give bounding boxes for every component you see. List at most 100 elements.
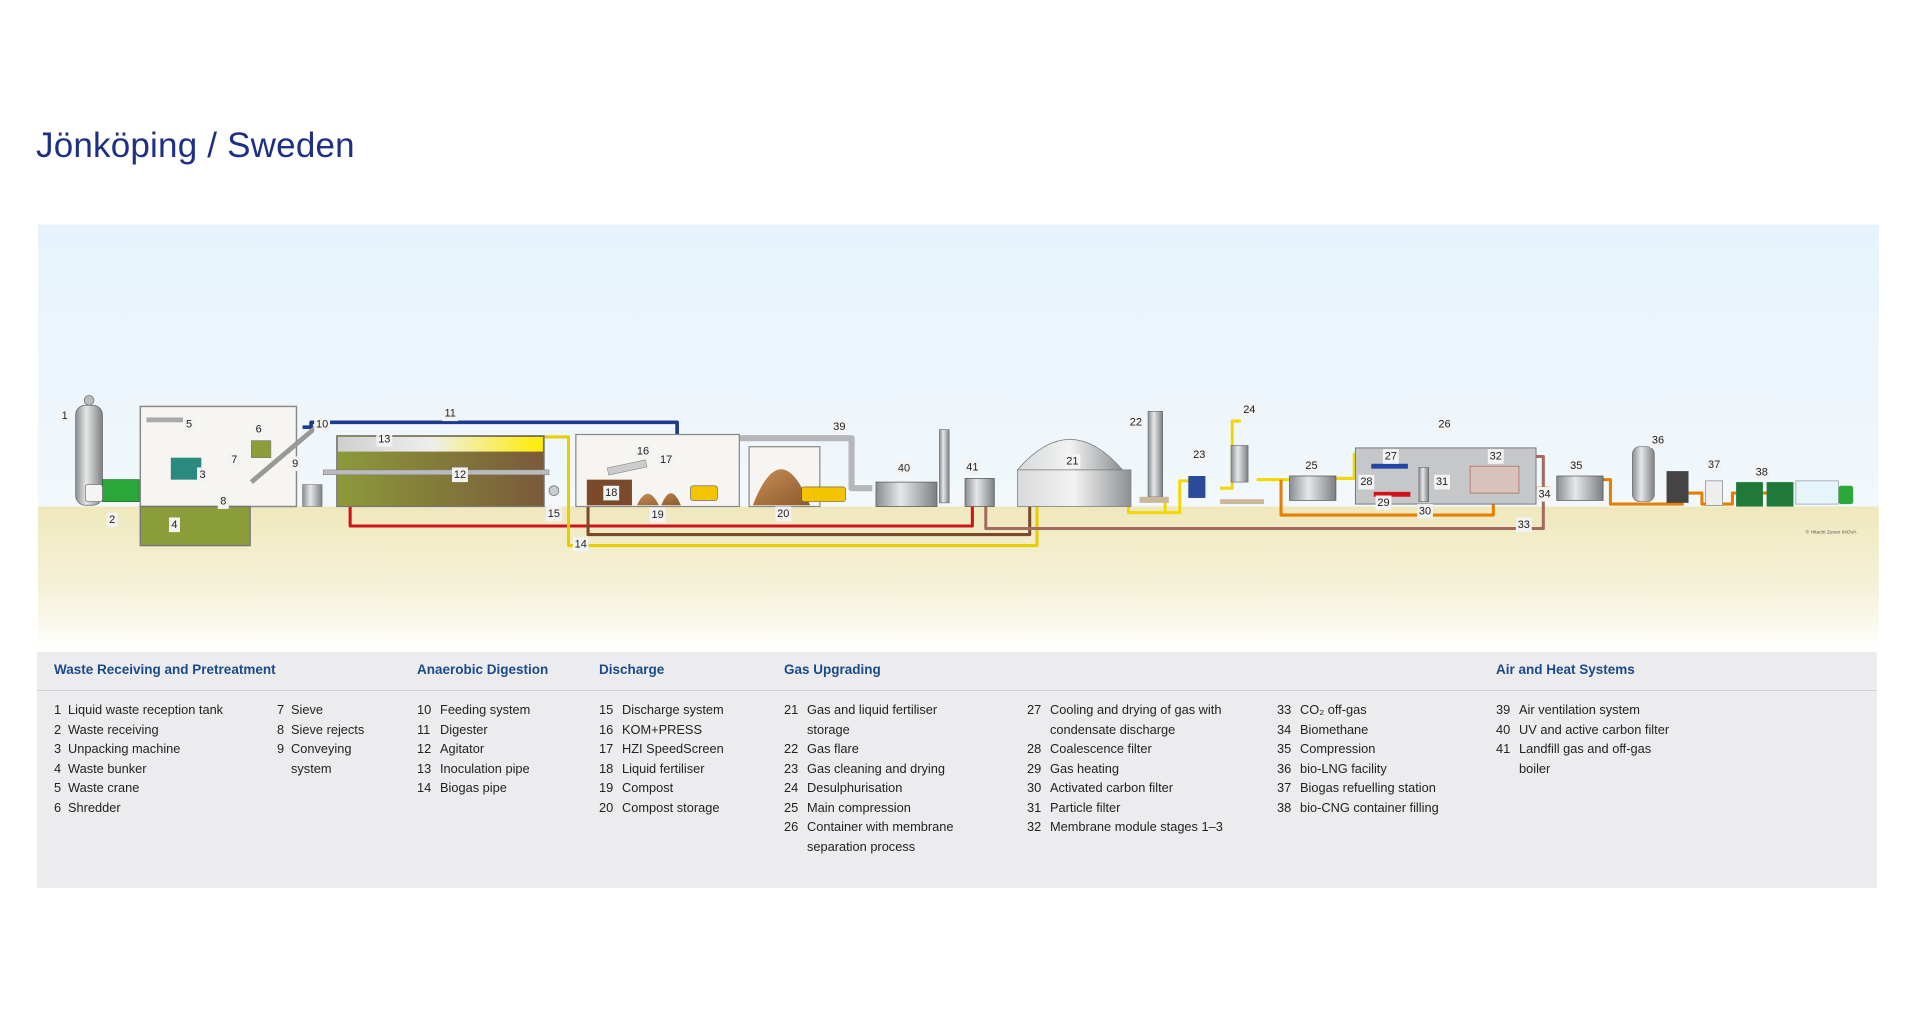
refuelling-pump: [1705, 480, 1723, 506]
label-bg: [1303, 458, 1320, 474]
cooling-dryer: [1371, 463, 1408, 469]
legend-item-number: 3: [54, 741, 62, 756]
waste-bunker: [139, 505, 251, 547]
label-bg: [1436, 417, 1453, 433]
page-title: Jönköping / Sweden: [36, 126, 355, 165]
waste-truck-cab: [85, 484, 103, 502]
callout-number: 19: [651, 509, 663, 521]
callout-number: 13: [378, 433, 390, 445]
carbon-filter: [1418, 467, 1429, 502]
label-bg: [964, 460, 981, 475]
label-bg: [1515, 517, 1532, 533]
biomethane-pipe: [1279, 462, 1794, 517]
compost-heap: [752, 469, 811, 506]
legend-item-label: Waste bunker: [68, 760, 147, 776]
legend-item-label: Digester: [440, 721, 488, 737]
legend-item-label: Waste crane: [68, 780, 140, 795]
legend-item-label: Inoculation pipe: [440, 760, 530, 776]
callout-number: 6: [256, 424, 262, 436]
kom-press: [606, 459, 648, 476]
legend-item-number: 24: [784, 780, 799, 795]
legend-item: 27 Cooling and drying of gas with condens…: [1027, 700, 1223, 739]
callout-number: 12: [454, 469, 466, 481]
legend-section-title: Waste Receiving and Pretreatment: [54, 662, 276, 677]
legend-item-number: 17: [599, 741, 614, 756]
label-bg: [1241, 402, 1258, 418]
legend-item-label: Biomethane: [1300, 721, 1369, 737]
legend-item-label: Coalescence filter: [1050, 741, 1152, 756]
label-bg: [896, 461, 912, 476]
callout-number: 25: [1305, 460, 1317, 472]
label-bg: [376, 432, 393, 447]
legend-item-label: Shredder: [68, 799, 121, 815]
legend-section-title: Air and Heat Systems: [1496, 662, 1635, 677]
callout-number: 38: [1756, 466, 1768, 478]
legend-item-number: 19: [599, 780, 614, 795]
legend-item-label: Gas and liquid fertiliser storage: [807, 702, 938, 737]
legend-item-number: 23: [784, 760, 799, 776]
callout-number: 28: [1360, 476, 1372, 488]
callout-number: 26: [1438, 419, 1450, 431]
legend-item-label: Cooling and drying of gas with condensat…: [1050, 702, 1222, 737]
legend-item-label: HZI SpeedScreen: [622, 741, 724, 756]
callout-number: 9: [292, 458, 298, 470]
biogas-pipe-14: [544, 435, 1039, 548]
legend-item-label: Biogas pipe: [440, 780, 507, 795]
label-bg: [649, 507, 666, 523]
cng-truck: [1795, 480, 1839, 505]
heat-pipe: [348, 506, 974, 528]
legend-item-number: 30: [1027, 780, 1042, 795]
unpacking-machine: [170, 457, 202, 480]
label-bg: [1375, 495, 1392, 511]
callout-number: 7: [231, 454, 237, 466]
membrane-modules: [1469, 465, 1520, 494]
legend-item-label: Liquid fertiliser: [622, 760, 705, 776]
gas-flare: [1147, 411, 1163, 498]
callout-number: 30: [1419, 505, 1431, 517]
callout-number: 8: [220, 496, 226, 508]
label-bg: [59, 408, 71, 424]
label-bg: [1487, 449, 1504, 464]
label-bg: [197, 467, 209, 483]
compressor-35: [1556, 475, 1604, 501]
callout-number: 27: [1385, 450, 1397, 462]
legend-item-label: Biogas refuelling station: [1300, 780, 1436, 795]
legend-item-number: 7: [277, 702, 285, 717]
copyright: © Hitachi Zosen INOVA: [1806, 528, 1858, 535]
discharge-pump: [548, 485, 560, 496]
legend-item-number: 16: [599, 721, 614, 737]
callout-number: 20: [777, 508, 789, 520]
legend-item-label: Membrane module stages 1–3: [1050, 819, 1223, 834]
legend-item-number: 14: [417, 780, 432, 795]
legend-item-label: Gas cleaning and drying: [807, 760, 946, 776]
legend-item-label: Liquid waste reception tank: [68, 702, 224, 717]
callout-number: 1: [62, 410, 68, 422]
legend-item-number: 31: [1027, 799, 1042, 815]
callout-number: 29: [1377, 497, 1389, 509]
legend-item-number: 40: [1496, 721, 1511, 737]
boiler: [964, 478, 995, 507]
legend-item-number: 38: [1277, 799, 1292, 815]
callout-number: 2: [109, 514, 115, 526]
label-bg: [217, 494, 229, 509]
legend-item-number: 27: [1027, 702, 1042, 717]
legend-item-number: 34: [1277, 721, 1292, 737]
label-bg: [452, 467, 468, 483]
legend-item-label: Compression: [1300, 741, 1376, 756]
label-bg: [289, 456, 301, 472]
label-bg: [1650, 433, 1666, 448]
label-bg: [775, 506, 792, 522]
legend-item: 17 HZI SpeedScreen: [599, 739, 724, 759]
cng-container-1: [1736, 482, 1763, 507]
label-bg: [658, 452, 675, 468]
dumper: [801, 486, 846, 502]
